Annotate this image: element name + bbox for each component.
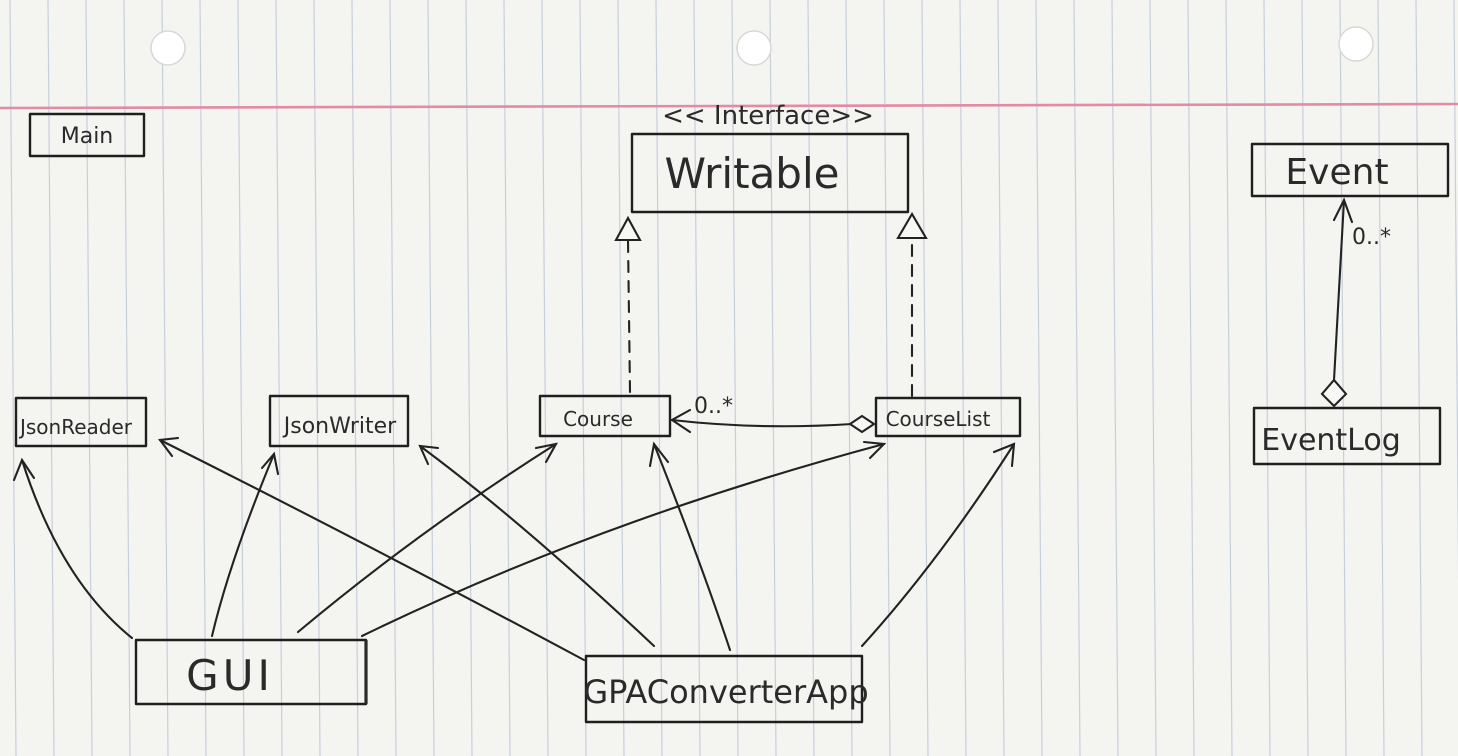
class-event: Event: [1250, 142, 1450, 198]
ruled-line: [1377, 0, 1385, 756]
ruled-line: [123, 0, 131, 756]
class-jsonwriter: JsonWriter: [268, 394, 410, 448]
ruled-line: [1263, 0, 1271, 756]
punch-hole-center: [736, 30, 772, 66]
association-gui-courselist-arrowhead: [862, 440, 887, 460]
ruled-line: [617, 0, 625, 756]
association-app-jsonwriter: [418, 444, 656, 648]
ruled-line: [427, 0, 435, 756]
class-gpaconverterapp: GPAConverterApp: [583, 654, 869, 724]
class-event-label: Event: [1285, 152, 1388, 193]
ruled-line: [275, 0, 283, 756]
association-app-courselist: [860, 442, 1016, 648]
ruled-line: [807, 0, 815, 756]
ruled-line: [1035, 0, 1043, 756]
class-course-label: Course: [563, 407, 633, 431]
class-eventlog: EventLog: [1252, 406, 1442, 466]
ruled-line: [883, 0, 891, 756]
realization-course-arrowhead: [614, 215, 642, 242]
ruled-line: [161, 0, 169, 756]
ruled-line: [959, 0, 967, 756]
ruled-lines: [9, 0, 1458, 756]
class-jsonreader-label: JsonReader: [18, 415, 133, 439]
class-courselist-label: CourseList: [886, 407, 991, 431]
ruled-line: [1187, 0, 1195, 756]
class-gui: GUI: [134, 638, 368, 706]
association-app-jsonreader: [158, 438, 586, 662]
ruled-line: [1301, 0, 1309, 756]
ruled-line: [997, 0, 1005, 756]
association-gui-course: [296, 442, 558, 634]
class-eventlog-label: EventLog: [1261, 423, 1401, 458]
ruled-line: [1339, 0, 1347, 756]
ruled-line: [693, 0, 701, 756]
ruled-line: [921, 0, 929, 756]
association-gui-jsonwriter: [210, 452, 276, 638]
association-gui-course-arrowhead: [534, 442, 559, 464]
aggregation-eventlog-event: [1332, 198, 1346, 382]
association-app-courselist-arrowhead: [992, 442, 1016, 468]
ruled-line: [313, 0, 321, 756]
punch-hole-left: [150, 30, 186, 66]
interface-writable-label: Writable: [665, 149, 840, 198]
class-course: Course: [538, 394, 672, 438]
punch-hole-right: [1338, 26, 1374, 62]
association-gui-jsonwriter-arrowhead: [260, 451, 280, 476]
association-gui-jsonreader: [20, 458, 134, 640]
association-gui-jsonreader-arrowhead: [12, 457, 36, 482]
realization-course-writable: [626, 238, 632, 394]
association-gui-courselist: [360, 442, 886, 638]
association-app-jsonwriter-arrowhead: [418, 444, 440, 466]
class-main: Main: [28, 112, 146, 158]
ruled-line: [1453, 0, 1458, 580]
ruled-line: [389, 0, 397, 756]
aggregation-courselist-diamond: [848, 414, 876, 434]
interface-writable: Writable: [630, 132, 910, 214]
ruled-line: [503, 0, 511, 756]
ruled-line: [351, 0, 359, 756]
ruled-line: [199, 0, 207, 756]
margin-line: [0, 102, 1458, 110]
ruled-line: [579, 0, 587, 756]
aggregation-courselist-course-arrowhead: [669, 408, 692, 434]
ruled-line: [85, 0, 93, 756]
class-jsonreader: JsonReader: [14, 396, 148, 448]
aggregation-courselist-course: [670, 418, 854, 428]
realization-courselist-arrowhead: [896, 211, 928, 240]
class-gui-label: GUI: [186, 651, 274, 700]
ruled-line: [541, 0, 549, 756]
aggregation-eventlog-diamond: [1320, 378, 1348, 408]
interface-stereotype: << Interface>>: [662, 101, 874, 131]
ruled-line: [655, 0, 663, 756]
class-courselist: CourseList: [874, 396, 1022, 438]
class-jsonwriter-label: JsonWriter: [282, 414, 397, 439]
aggregation-eventlog-event-arrowhead: [1332, 197, 1354, 224]
association-app-jsonreader-arrowhead: [158, 436, 180, 458]
ruled-line: [731, 0, 739, 756]
class-main-label: Main: [61, 124, 114, 149]
ruled-line: [1149, 0, 1157, 756]
ruled-line: [769, 0, 777, 756]
ruled-line: [9, 0, 17, 756]
ruled-line: [465, 0, 473, 756]
ruled-line: [1415, 0, 1423, 756]
association-app-course: [652, 442, 732, 652]
association-app-course-arrowhead: [648, 441, 670, 468]
multiplicity-courselist-course: 0..*: [694, 394, 733, 419]
class-gpaconverterapp-label: GPAConverterApp: [583, 673, 868, 711]
ruled-line: [1111, 0, 1119, 756]
ruled-line: [845, 0, 853, 756]
ruled-line: [47, 0, 55, 756]
multiplicity-eventlog-event: 0..*: [1352, 225, 1391, 250]
ruled-line: [237, 0, 245, 756]
ruled-line: [1073, 0, 1081, 756]
ruled-line: [1225, 0, 1233, 756]
